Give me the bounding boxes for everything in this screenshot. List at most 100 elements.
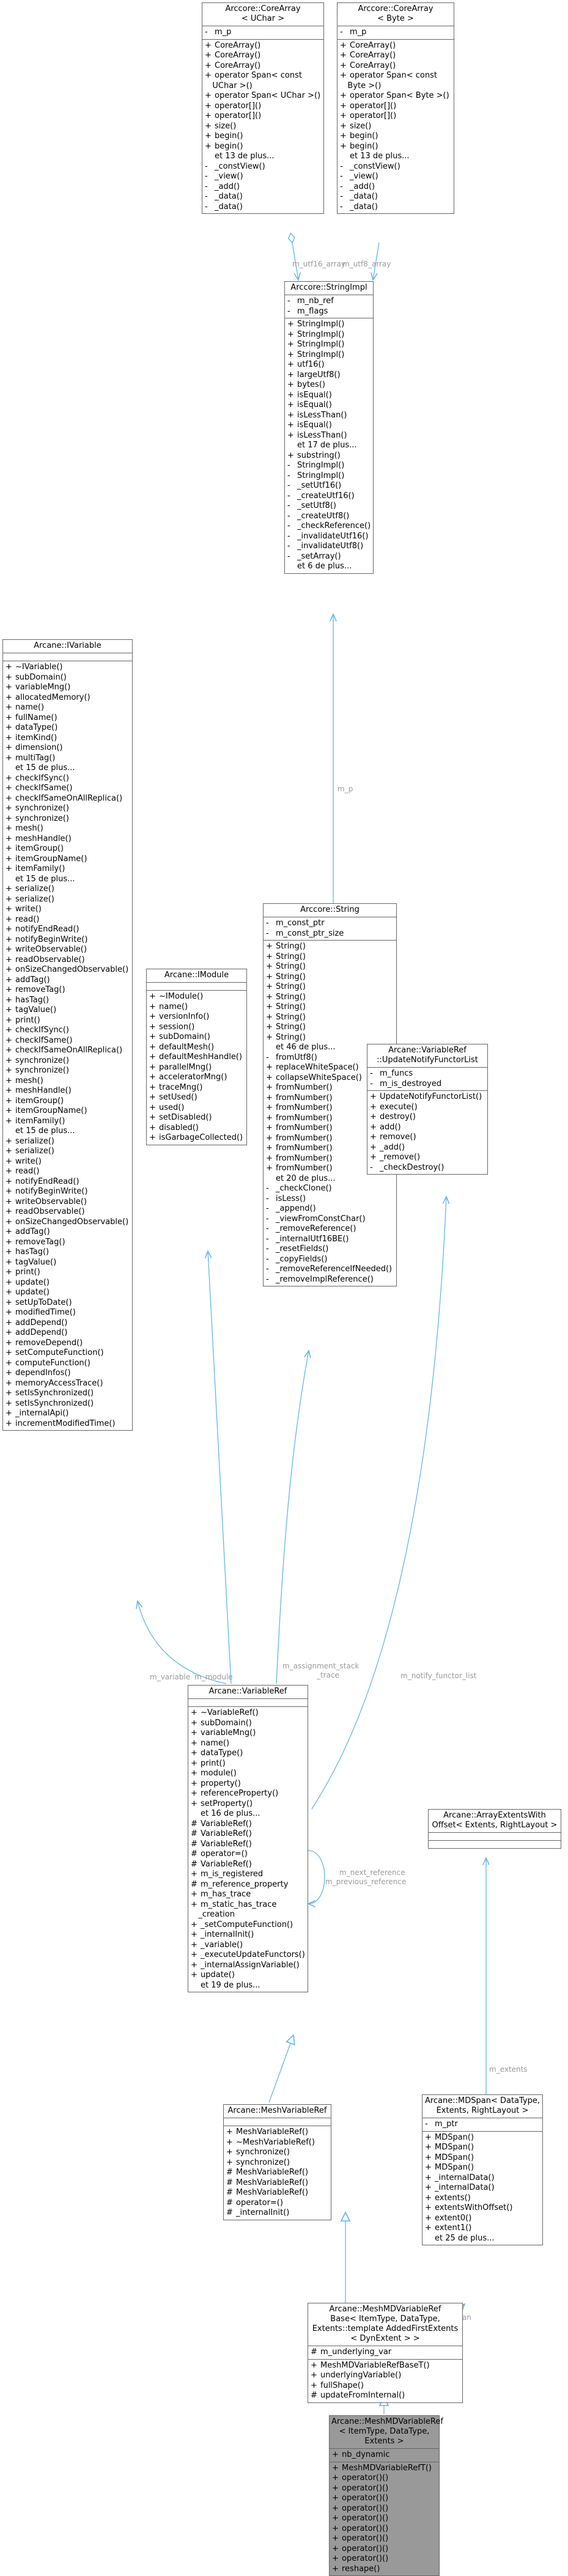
class-method[interactable]: #m_reference_property	[191, 1880, 305, 1890]
class-method[interactable]: +add()	[370, 1123, 485, 1133]
class-method[interactable]: #operator=()	[226, 2198, 328, 2209]
class-method[interactable]: +MeshVariableRef()	[226, 2127, 328, 2138]
class-method[interactable]: +removeDepend()	[6, 1338, 130, 1349]
class-method[interactable]: +fromNumber()	[266, 1123, 394, 1134]
class-box-meshvarref[interactable]: Arcane::MeshVariableRef+MeshVariableRef(…	[223, 2104, 331, 2220]
class-method[interactable]: +disabled()	[149, 1123, 244, 1134]
class-method[interactable]: +name()	[191, 1739, 305, 1749]
class-method[interactable]: +String()	[266, 962, 394, 972]
class-method[interactable]: +m_is_registered	[191, 1870, 305, 1880]
class-title[interactable]: Arccore::StringImpl	[285, 282, 373, 295]
class-method[interactable]: +CoreArray()	[205, 41, 321, 51]
class-method[interactable]: -_setUtf8()	[287, 501, 371, 512]
class-method[interactable]: +String()	[266, 972, 394, 983]
class-method[interactable]: #updateFromInternal()	[311, 2391, 460, 2401]
class-method[interactable]: +module()	[191, 1769, 305, 1779]
class-method[interactable]: +tagValue()	[6, 1258, 130, 1268]
class-method[interactable]: +replaceWhiteSpace()	[266, 1063, 394, 1073]
class-method[interactable]: #MeshVariableRef()	[226, 2188, 328, 2198]
class-box-meshmdbase[interactable]: Arcane::MeshMDVariableRef Base< ItemType…	[308, 2303, 463, 2403]
class-method[interactable]: +addTag()	[6, 975, 130, 986]
class-method[interactable]: #_internalInit()	[226, 2208, 328, 2218]
class-method[interactable]: -StringImpl()	[287, 471, 371, 482]
class-method[interactable]: +begin()	[340, 142, 451, 152]
class-method[interactable]: -_add()	[340, 182, 451, 193]
class-method[interactable]: +StringImpl()	[287, 320, 371, 330]
class-method[interactable]: +print()	[6, 1268, 130, 1278]
class-method[interactable]: +readObservable()	[6, 955, 130, 966]
class-method[interactable]: +reshape()	[332, 2564, 437, 2575]
class-method[interactable]: +memoryAccessTrace()	[6, 1379, 130, 1389]
class-method[interactable]: +_internalInit()	[191, 1930, 305, 1940]
class-method[interactable]: +writeObservable()	[6, 945, 130, 955]
class-method[interactable]: +allocatedMemory()	[6, 693, 130, 703]
class-method[interactable]: +read()	[6, 1167, 130, 1177]
class-method[interactable]: +serialize()	[6, 895, 130, 905]
class-method[interactable]: et 15 de plus...	[6, 763, 130, 774]
class-box-variableref[interactable]: Arcane::VariableRef+~VariableRef()+subDo…	[188, 1685, 308, 1992]
class-method[interactable]: +print()	[6, 1016, 130, 1026]
class-method[interactable]: +_executeUpdateFunctors()	[191, 1950, 305, 1961]
class-method[interactable]: et 13 de plus...	[340, 152, 451, 162]
class-title[interactable]: Arccore::CoreArray < UChar >	[202, 3, 323, 26]
class-box-corearray-uchar[interactable]: Arccore::CoreArray < UChar >-m_p+CoreArr…	[202, 2, 324, 214]
class-method[interactable]: +MDSpan()	[425, 2143, 540, 2153]
class-method[interactable]: +subDomain()	[191, 1719, 305, 1729]
class-method[interactable]: +checkIfSameOnAllReplica()	[6, 794, 130, 804]
class-title[interactable]: Arccore::String	[264, 904, 396, 917]
class-method[interactable]: +synchronize()	[6, 1066, 130, 1076]
class-method[interactable]: -_createUtf16()	[287, 491, 371, 502]
class-method[interactable]: +String()	[266, 1013, 394, 1023]
class-method[interactable]: +operator()()	[332, 2534, 437, 2544]
class-method[interactable]: +bytes()	[287, 380, 371, 391]
class-method[interactable]: -fromUtf8()	[266, 1053, 394, 1063]
class-method[interactable]: +UpdateNotifyFunctorList()	[370, 1092, 485, 1103]
class-method[interactable]: -_setArray()	[287, 552, 371, 562]
class-method[interactable]: +update()	[6, 1278, 130, 1288]
class-method[interactable]: et 15 de plus...	[6, 1126, 130, 1137]
class-method[interactable]: +write()	[6, 1157, 130, 1167]
class-method[interactable]: -_viewFromConstChar()	[266, 1214, 394, 1225]
class-method[interactable]: +StringImpl()	[287, 330, 371, 340]
class-attribute[interactable]: -m_is_destroyed	[370, 1079, 485, 1090]
class-method[interactable]: et 6 de plus...	[287, 562, 371, 572]
class-method[interactable]: et 20 de plus...	[266, 1174, 394, 1184]
class-method[interactable]: +operator Span< const Byte >()	[340, 71, 451, 91]
class-method[interactable]: +size()	[340, 122, 451, 132]
class-method[interactable]: -_removeImplReference()	[266, 1275, 394, 1285]
class-title[interactable]: Arcane::MDSpan< DataType, Extents, Right…	[422, 2095, 542, 2118]
class-method[interactable]: +isEqual()	[287, 420, 371, 431]
class-method[interactable]: -_invalidateUtf8()	[287, 541, 371, 552]
class-method[interactable]: +variableMng()	[191, 1728, 305, 1739]
class-method[interactable]: +addTag()	[6, 1227, 130, 1238]
class-method[interactable]: +largeUtf8()	[287, 370, 371, 381]
class-method[interactable]: +utf16()	[287, 360, 371, 370]
class-method[interactable]: +readObservable()	[6, 1207, 130, 1217]
class-method[interactable]: +extents()	[425, 2193, 540, 2204]
class-method[interactable]: +serialize()	[6, 1147, 130, 1157]
class-method[interactable]: +defaultMeshHandle()	[149, 1052, 244, 1063]
class-method[interactable]: +traceMng()	[149, 1083, 244, 1093]
class-method[interactable]: -_copyFields()	[266, 1255, 394, 1265]
class-title[interactable]: Arcane::IVariable	[3, 640, 132, 653]
class-method[interactable]: +name()	[6, 703, 130, 713]
class-method[interactable]: +_add()	[370, 1143, 485, 1153]
class-method[interactable]: +_remove()	[370, 1153, 485, 1163]
class-method[interactable]: +removeTag()	[6, 1238, 130, 1248]
class-method[interactable]: +String()	[266, 952, 394, 963]
class-method[interactable]: +parallelMng()	[149, 1063, 244, 1073]
class-method[interactable]: +synchronize()	[6, 814, 130, 824]
class-method[interactable]: et 25 de plus...	[425, 2234, 540, 2244]
class-method[interactable]: +serialize()	[6, 1137, 130, 1147]
class-title[interactable]: Arcane::MeshMDVariableRef < ItemType, Da…	[330, 2416, 443, 2449]
class-method[interactable]: +CoreArray()	[340, 51, 451, 61]
class-method[interactable]: +session()	[149, 1022, 244, 1033]
class-method[interactable]: +multiTag()	[6, 754, 130, 764]
class-method[interactable]: +fromNumber()	[266, 1134, 394, 1144]
class-method[interactable]: +property()	[191, 1779, 305, 1789]
class-method[interactable]: +synchronize()	[226, 2148, 328, 2158]
class-method[interactable]: +checkIfSame()	[6, 1036, 130, 1046]
class-method[interactable]: +begin()	[205, 142, 321, 152]
class-method[interactable]: -_createUtf8()	[287, 512, 371, 522]
class-method[interactable]: -_internalUtf16BE()	[266, 1235, 394, 1245]
